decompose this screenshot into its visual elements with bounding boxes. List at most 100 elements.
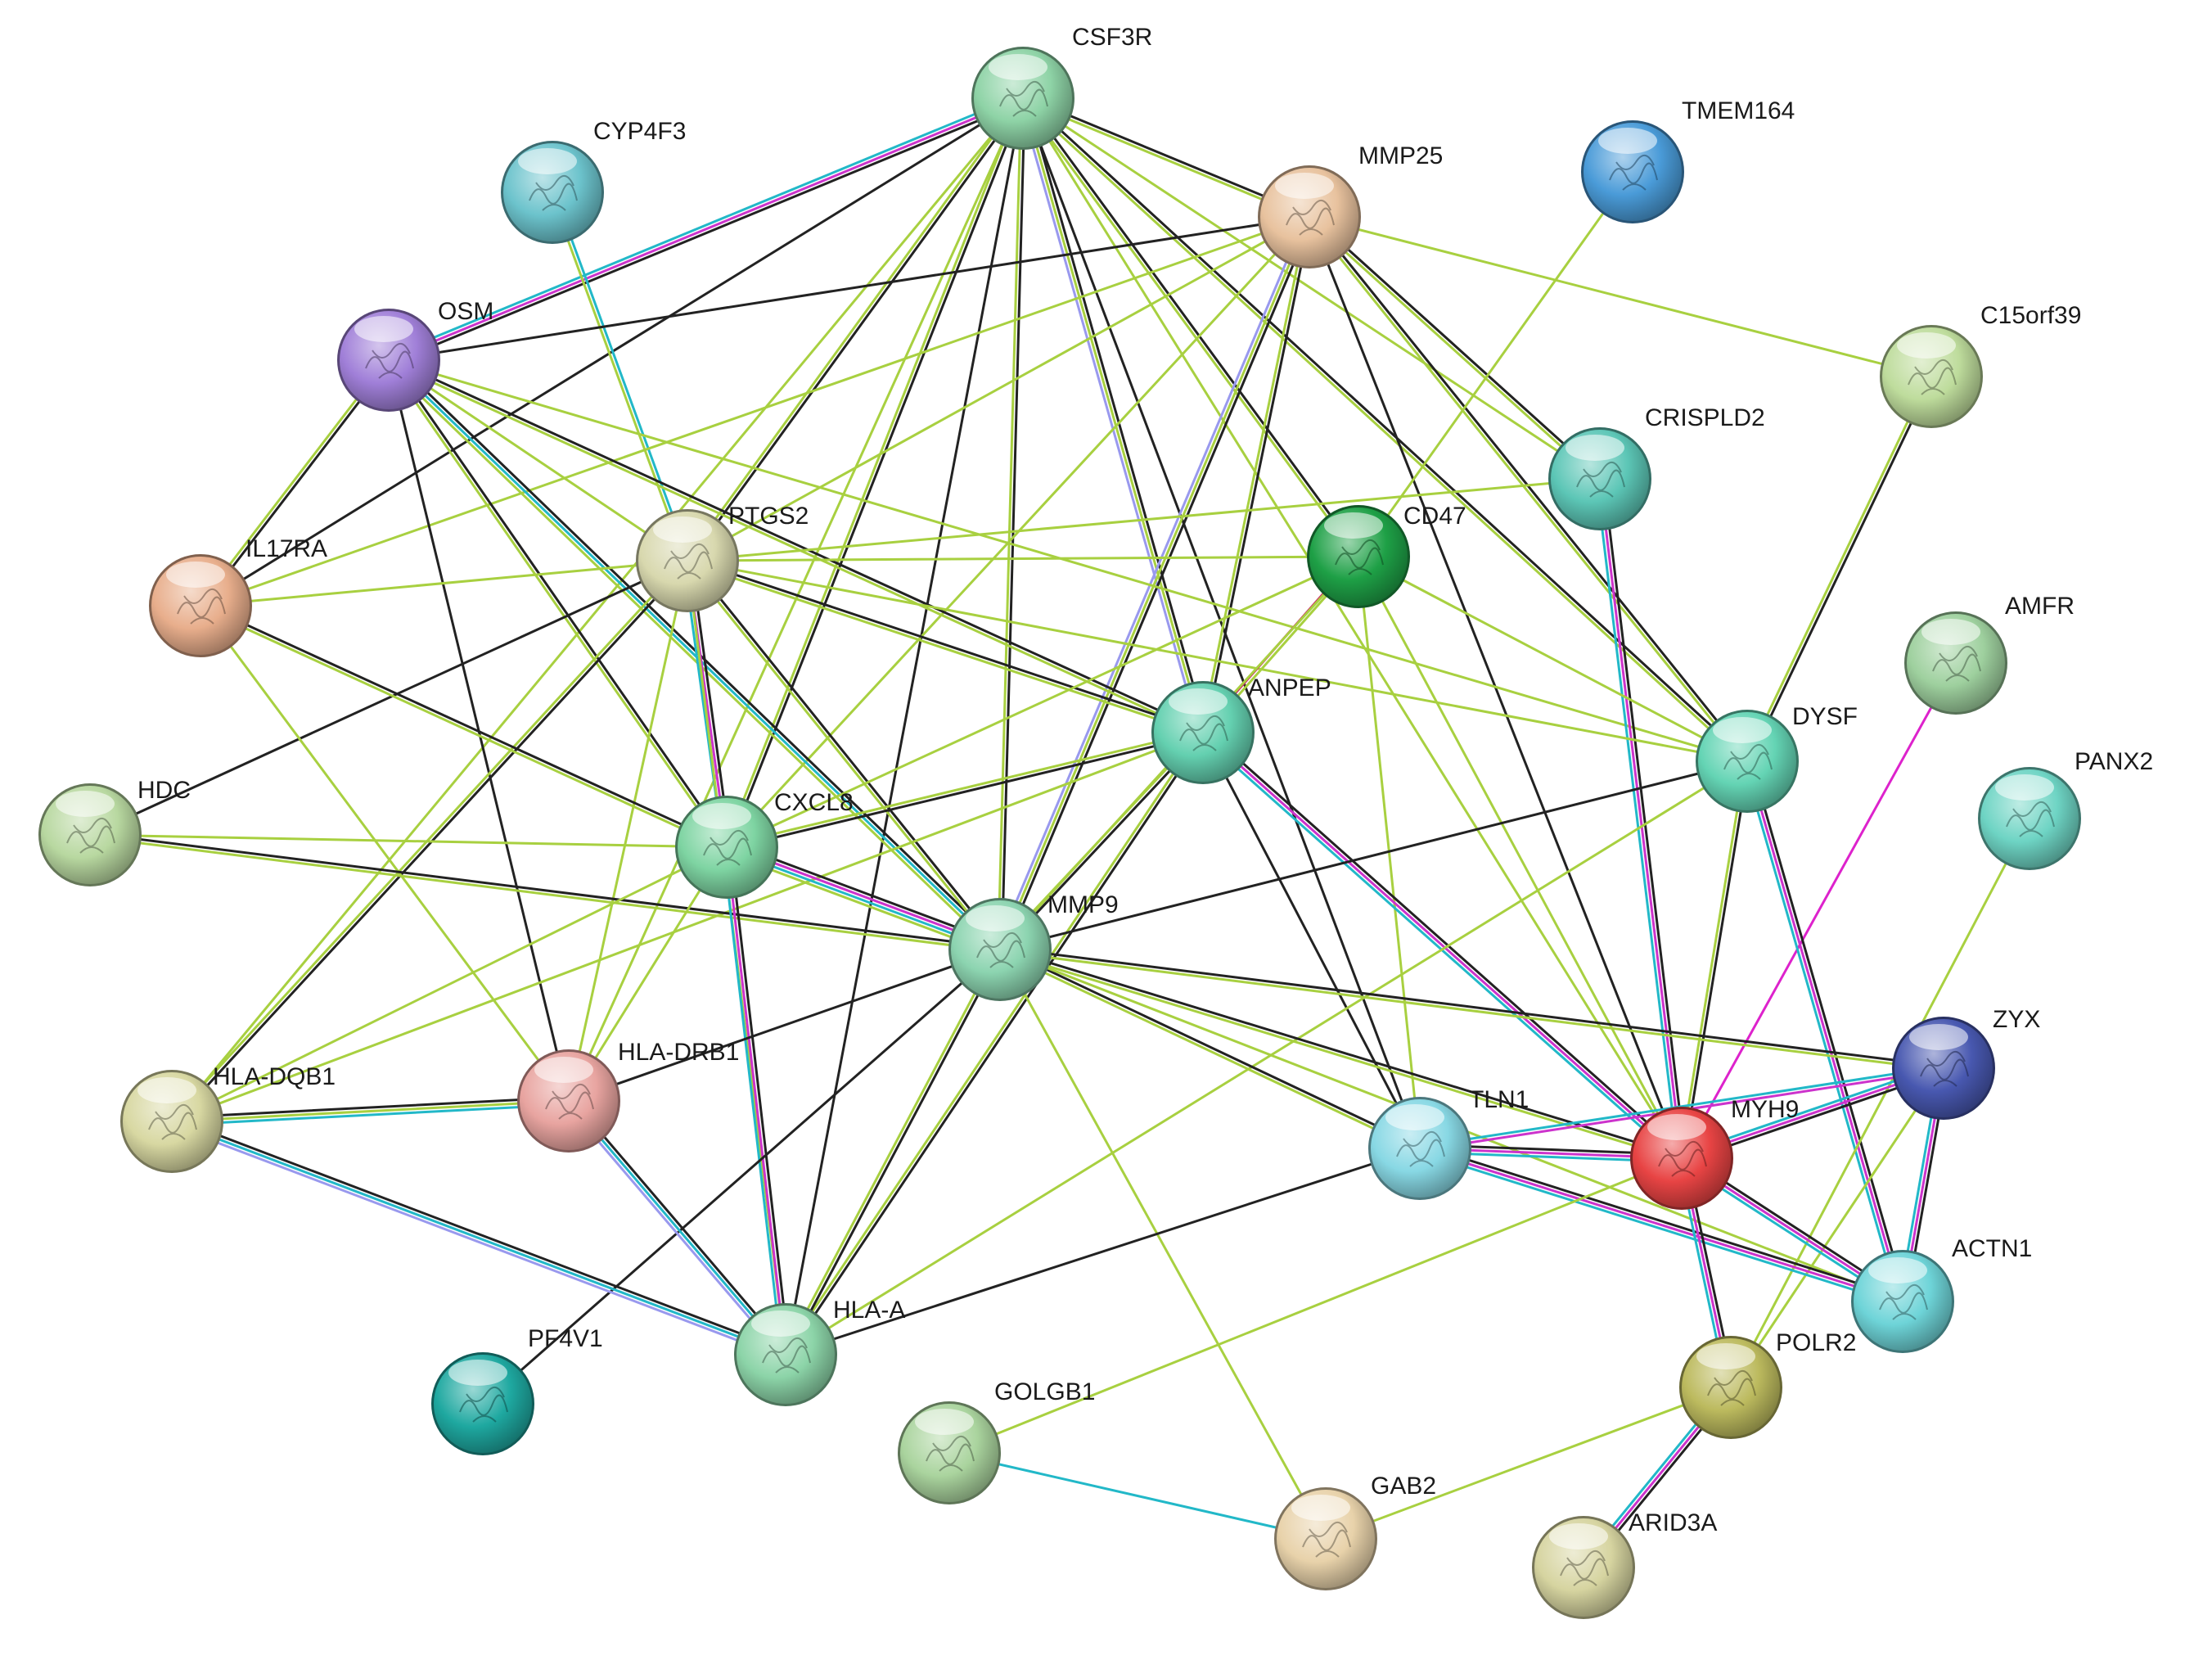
node-label: HLA-DRB1 bbox=[618, 1039, 739, 1066]
node-c15orf39[interactable]: C15orf39 bbox=[1880, 302, 2081, 428]
node-label: HLA-DQB1 bbox=[213, 1063, 336, 1090]
edge-line bbox=[1357, 170, 1634, 558]
node-highlight bbox=[56, 791, 115, 817]
edge-il17ra-hla-drb1 bbox=[199, 604, 570, 1103]
node-highlight bbox=[1598, 128, 1657, 154]
node-highlight bbox=[1291, 1495, 1350, 1521]
node-panx2[interactable]: PANX2 bbox=[1978, 748, 2153, 870]
node-mmp25[interactable]: MMP25 bbox=[1258, 142, 1443, 268]
node-label: CXCL8 bbox=[774, 789, 854, 816]
node-gab2[interactable]: GAB2 bbox=[1274, 1473, 1436, 1590]
edge-line bbox=[687, 97, 1026, 563]
node-tmem164[interactable]: TMEM164 bbox=[1581, 97, 1795, 223]
edge-line bbox=[1418, 1147, 1904, 1303]
node-mmp9[interactable]: MMP9 bbox=[948, 891, 1119, 1001]
edge-line bbox=[995, 214, 1308, 950]
protein-structure-icon bbox=[66, 818, 115, 854]
node-polr2[interactable]: POLR2 bbox=[1679, 1329, 1856, 1439]
node-label: HLA-A bbox=[833, 1297, 905, 1324]
edge-mmp9-hla-drb1 bbox=[567, 948, 1002, 1103]
node-osm[interactable]: OSM bbox=[337, 298, 493, 412]
edge-csf3r-mmp25 bbox=[1020, 95, 1312, 220]
node-crispld2[interactable]: CRISPLD2 bbox=[1548, 404, 1765, 530]
node-label: CYP4F3 bbox=[593, 118, 686, 145]
edge-line bbox=[385, 93, 1023, 359]
node-hdc[interactable]: HDC bbox=[38, 777, 191, 886]
protein-structure-icon bbox=[1879, 1284, 1928, 1320]
edge-ptgs2-anpep bbox=[685, 557, 1205, 736]
edge-line bbox=[88, 559, 689, 837]
node-highlight bbox=[448, 1360, 507, 1386]
edge-line bbox=[686, 559, 1749, 763]
node-hla-drb1[interactable]: HLA-DRB1 bbox=[517, 1039, 739, 1153]
edge-line bbox=[786, 949, 1003, 1357]
edge-mmp9-gab2 bbox=[998, 948, 1327, 1540]
node-cd47[interactable]: CD47 bbox=[1307, 503, 1466, 608]
edge-ptgs2-hla-drb1 bbox=[567, 559, 689, 1103]
edge-line bbox=[170, 1103, 570, 1126]
node-dysf[interactable]: DYSF bbox=[1696, 703, 1858, 813]
edge-mmp25-il17ra bbox=[199, 215, 1311, 607]
protein-structure-icon bbox=[1723, 744, 1773, 780]
edge-line bbox=[684, 96, 1023, 562]
node-highlight bbox=[1995, 774, 2054, 801]
edge-hla-dqb1-hla-drb1 bbox=[170, 1096, 570, 1126]
node-golgb1[interactable]: GOLGB1 bbox=[898, 1378, 1095, 1504]
edge-line bbox=[687, 558, 1003, 950]
edge-csf3r-ptgs2 bbox=[684, 96, 1026, 563]
protein-structure-icon bbox=[1932, 646, 1981, 682]
node-myh9[interactable]: MYH9 bbox=[1630, 1096, 1799, 1210]
node-highlight bbox=[1921, 619, 1980, 645]
node-csf3r[interactable]: CSF3R bbox=[971, 24, 1152, 150]
edge-line bbox=[170, 731, 1205, 1123]
edge-mmp9-myh9 bbox=[998, 946, 1684, 1162]
protein-structure-icon bbox=[999, 81, 1048, 117]
edge-line bbox=[389, 100, 1026, 365]
node-anpep[interactable]: ANPEP bbox=[1151, 674, 1331, 784]
node-ptgs2[interactable]: PTGS2 bbox=[636, 503, 809, 612]
node-label: C15orf39 bbox=[1980, 302, 2081, 329]
node-il17ra[interactable]: IL17RA bbox=[149, 535, 327, 657]
protein-structure-icon bbox=[545, 1084, 594, 1120]
edge-polr2-gab2 bbox=[1324, 1386, 1732, 1540]
edge-line bbox=[389, 358, 730, 848]
edge-osm-anpep bbox=[386, 357, 1205, 736]
node-tln1[interactable]: TLN1 bbox=[1368, 1086, 1529, 1200]
node-highlight bbox=[1549, 1523, 1608, 1549]
edge-osm-dysf bbox=[387, 359, 1749, 763]
node-hla-dqb1[interactable]: HLA-DQB1 bbox=[120, 1063, 336, 1173]
edge-line bbox=[387, 97, 1025, 362]
protein-structure-icon bbox=[664, 544, 713, 580]
node-cxcl8[interactable]: CXCL8 bbox=[675, 789, 854, 899]
node-cyp4f3[interactable]: CYP4F3 bbox=[501, 118, 686, 244]
edge-line bbox=[1419, 1144, 1905, 1300]
node-arid3a[interactable]: ARID3A bbox=[1532, 1509, 1717, 1619]
edge-hdc-cxcl8 bbox=[88, 833, 728, 849]
node-label: OSM bbox=[438, 298, 493, 325]
edge-line bbox=[170, 97, 1025, 1123]
node-pf4v1[interactable]: PF4V1 bbox=[431, 1325, 603, 1455]
edge-ptgs2-dysf bbox=[686, 559, 1749, 763]
edge-line bbox=[784, 97, 1025, 1356]
node-actn1[interactable]: ACTN1 bbox=[1851, 1235, 2032, 1353]
edge-line bbox=[1022, 95, 1312, 217]
edge-line bbox=[200, 602, 729, 847]
edge-ptgs2-cd47 bbox=[686, 555, 1360, 562]
edge-line bbox=[385, 361, 999, 954]
node-amfr[interactable]: AMFR bbox=[1904, 593, 2075, 715]
node-highlight bbox=[166, 562, 225, 588]
edge-line bbox=[88, 832, 1002, 950]
edge-mmp9-zyx bbox=[998, 946, 1945, 1071]
edge-line bbox=[1682, 760, 1750, 1160]
edge-line bbox=[1729, 817, 2031, 1389]
protein-structure-icon bbox=[1286, 200, 1335, 236]
edge-line bbox=[998, 948, 1327, 1540]
node-zyx[interactable]: ZYX bbox=[1892, 1006, 2040, 1120]
edge-mmp25-dysf bbox=[1306, 214, 1750, 764]
node-hla-a[interactable]: HLA-A bbox=[734, 1297, 905, 1406]
edge-csf3r-anpep bbox=[1018, 96, 1208, 735]
edge-dysf-myh9 bbox=[1678, 760, 1750, 1160]
edge-line bbox=[997, 97, 1023, 951]
edge-line bbox=[948, 1157, 1683, 1455]
edge-line bbox=[1357, 555, 1749, 763]
